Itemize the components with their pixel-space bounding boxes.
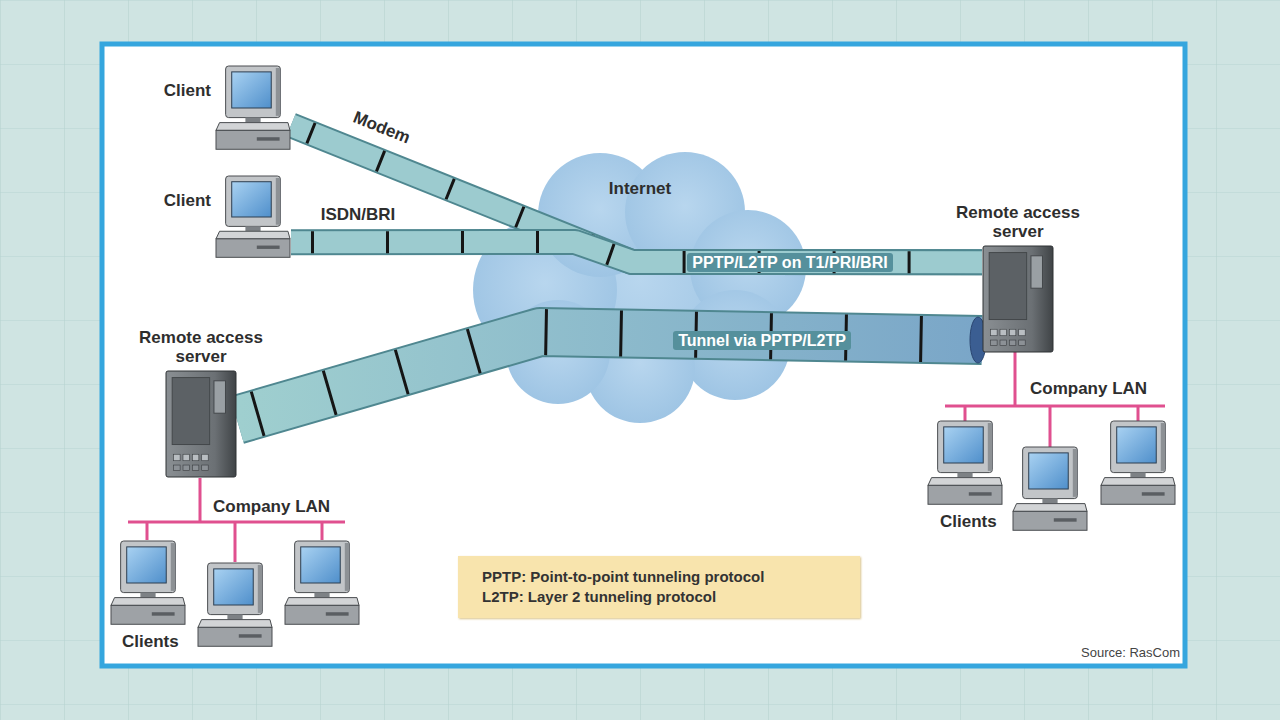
edge-label: Modem [351,107,413,147]
internet-label-box: Internet [605,177,675,200]
computer-icon [216,66,290,149]
access-server: Remote access server [165,370,237,478]
computer-icon [285,541,359,624]
node-label: Remote access server [943,203,1093,241]
computer-icon [111,541,185,624]
computer-icon [1013,447,1087,530]
line-label: PPTP/L2TP on T1/PRI/BRI [687,253,892,272]
node-label: Client [164,191,211,210]
clients-label: Clients [940,512,997,531]
source-note: Source: RasCom [1081,643,1180,662]
lan-label: Company LAN [213,497,330,516]
edge-label: Tunnel via PPTP/L2TP [673,331,851,350]
note-text: L2TP: Layer 2 tunneling protocol [482,587,836,607]
node-label: Client [164,81,211,100]
clients-label: Clients [122,632,179,651]
note-box: PPTP: Point-to-point tunneling protocolL… [458,556,860,618]
panel [102,44,1185,666]
access-server: Remote access server [982,245,1054,353]
lan-label: Company LAN [1030,379,1147,398]
server-icon [983,246,1053,352]
tube-connector [291,125,982,262]
node-label: Internet [605,177,675,200]
internet-cloud [473,152,806,423]
node-label: Remote access server [126,328,276,366]
computer-icon [928,421,1002,504]
edge-label: ISDN/BRI [321,205,396,224]
computer-icon [1101,421,1175,504]
computer-icon [198,563,272,646]
server-icon [166,371,236,477]
client-computer: Client [215,175,291,259]
client-computer: Client [215,65,291,151]
computer-icon [216,176,290,257]
tube-connector [237,317,986,420]
note-text: PPTP: Point-to-point tunneling protocol [482,567,836,587]
